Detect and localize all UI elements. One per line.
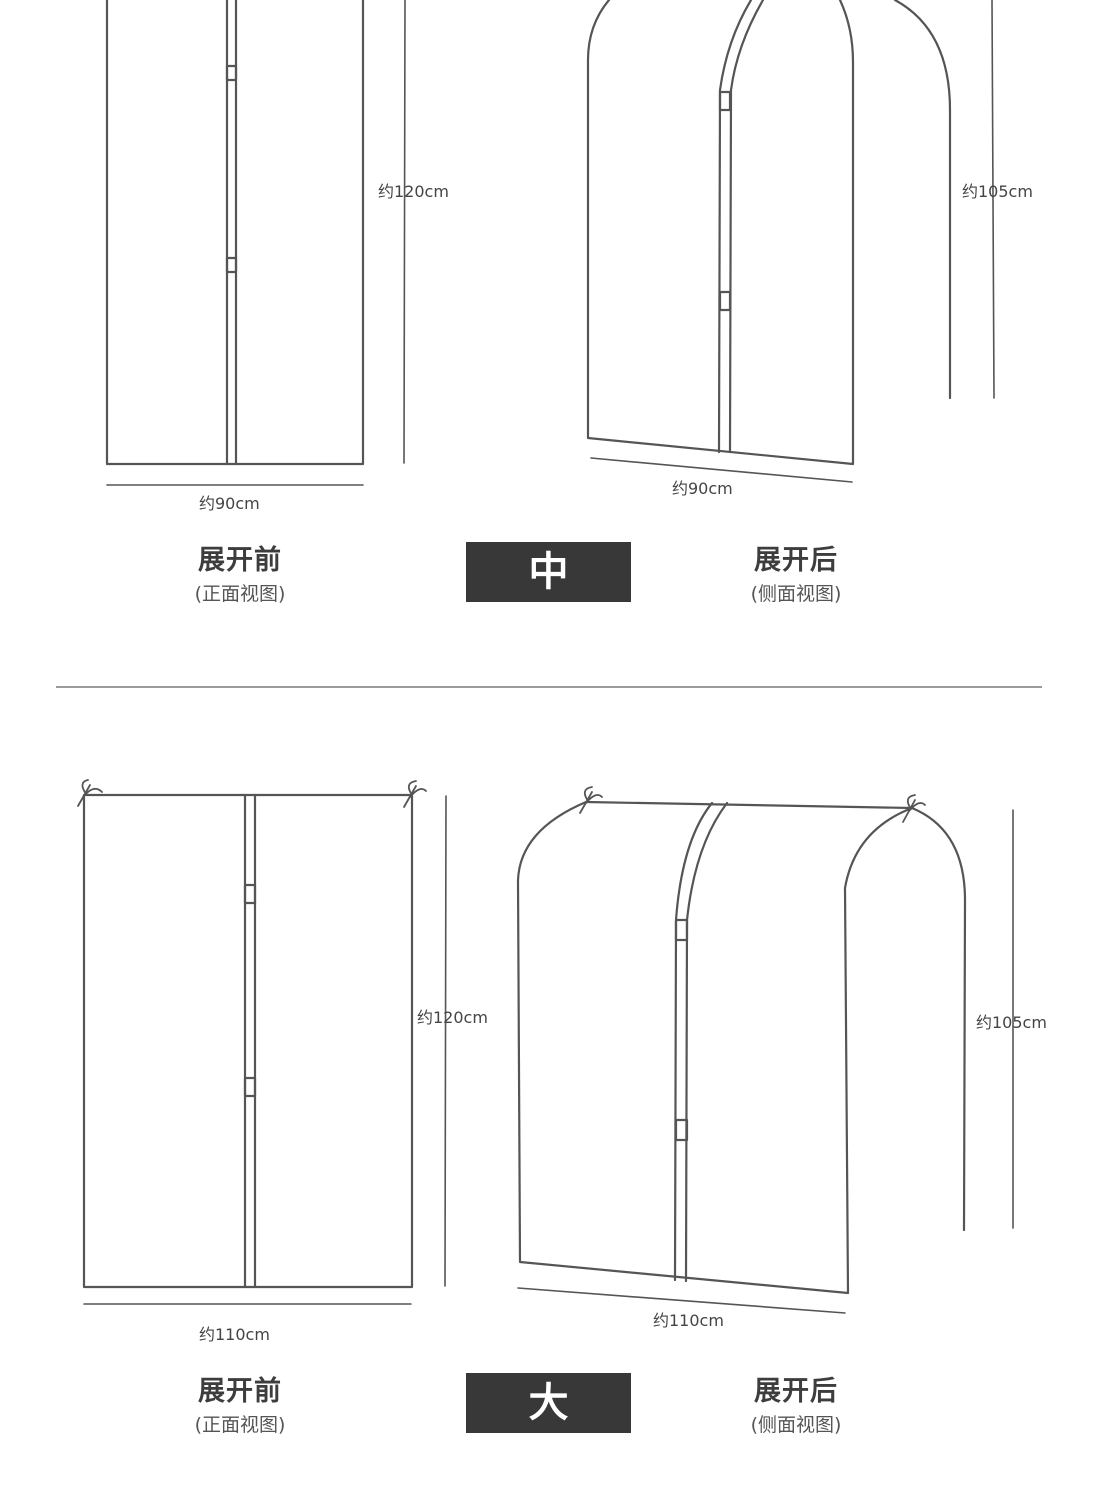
large-front-width-label: 约110cm	[199, 1325, 270, 1344]
large-side-subtitle: (侧面视图)	[750, 1414, 842, 1436]
medium-side-title: 展开后	[754, 545, 838, 576]
medium-front-title: 展开前	[198, 545, 282, 576]
medium-side-width-line	[590, 457, 853, 483]
large-front-bag-outline	[82, 793, 414, 1289]
medium-front-subtitle: (正面视图)	[194, 583, 286, 605]
large-side-height-label: 约105cm	[976, 1013, 1047, 1032]
large-side-bag-outline	[516, 800, 967, 1295]
medium-size-badge: 中 号	[466, 542, 631, 655]
large-side-width-line	[517, 1287, 846, 1314]
medium-side-subtitle: (侧面视图)	[750, 583, 842, 605]
medium-side-height-line	[991, 0, 995, 399]
large-side-tie-right	[902, 794, 926, 823]
medium-front-height-line	[403, 0, 406, 464]
medium-side-height-label: 约105cm	[962, 182, 1033, 201]
medium-front-height-label: 约120cm	[378, 182, 449, 201]
large-side-title: 展开后	[754, 1376, 838, 1407]
large-side-width-label: 约110cm	[653, 1311, 724, 1330]
medium-side-bag-outline	[586, 0, 952, 466]
large-front-height-label: 约120cm	[417, 1008, 488, 1027]
large-front-subtitle: (正面视图)	[194, 1414, 286, 1436]
medium-side-width-label: 约90cm	[672, 479, 733, 498]
large-side-tie-left	[579, 786, 603, 814]
medium-front-width-label: 约90cm	[199, 494, 260, 513]
medium-front-bag-outline	[105, 0, 365, 466]
large-front-tie-left	[77, 779, 103, 807]
large-front-title: 展开前	[198, 1376, 282, 1407]
section-divider	[56, 686, 1042, 688]
large-front-height-line	[444, 795, 447, 1287]
large-front-tie-right	[403, 780, 427, 808]
large-size-badge: 大 号	[466, 1373, 631, 1486]
